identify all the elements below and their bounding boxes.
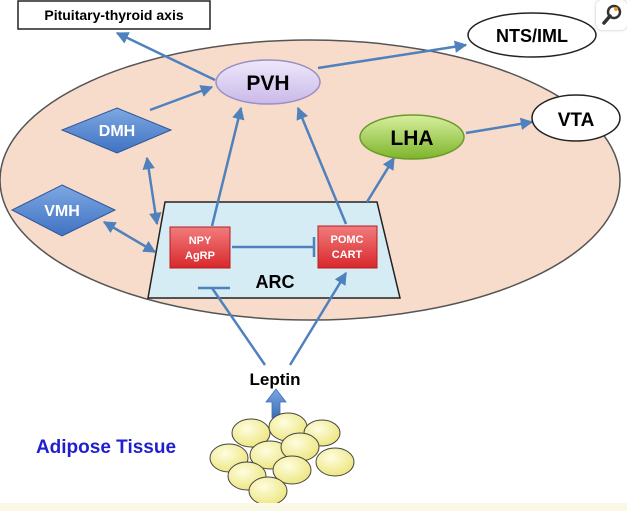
- arrow-pomc-to-pvh: [296, 106, 348, 225]
- magnify-button[interactable]: [596, 0, 627, 30]
- lha-label: LHA: [390, 127, 433, 150]
- vmh-node: [10, 184, 117, 237]
- pomc-label: POMC: [331, 234, 364, 246]
- nts-iml-label: NTS/IML: [496, 26, 568, 46]
- agrp-label: AgRP: [185, 250, 215, 262]
- pomc-cart-node: [317, 225, 378, 269]
- lha-node: [359, 114, 465, 160]
- arrow-dmh-to-pvh: [149, 85, 214, 112]
- fat-cell: [248, 476, 288, 506]
- leptin-to-npy: [210, 287, 267, 366]
- magnify-icon: [602, 4, 622, 25]
- arrow-dmh-arc: [142, 156, 162, 226]
- vmh-label: VMH: [44, 203, 80, 220]
- connectors: [102, 31, 534, 366]
- pituitary-label: Pituitary-thyroid axis: [44, 7, 183, 23]
- arrow-pvh-to-nts: [317, 40, 468, 70]
- arrow-lha-to-vta: [465, 117, 534, 135]
- pvh-label: PVH: [246, 72, 289, 95]
- vta-label: VTA: [558, 110, 595, 131]
- pituitary-box: [17, 0, 211, 30]
- arc-label: ARC: [256, 272, 295, 292]
- arrow-npy-to-pvh: [210, 106, 245, 227]
- arrow-pvh-to-pituitary: [115, 31, 216, 82]
- vta-node: [531, 94, 621, 142]
- adipose-label: Adipose Tissue: [36, 437, 176, 458]
- cart-label: CART: [332, 249, 363, 261]
- nts-iml-node: [467, 12, 597, 58]
- footer-strip: [0, 503, 627, 511]
- arrow-leptin-to-pomc: [288, 271, 348, 366]
- npy-label: NPY: [189, 235, 212, 247]
- fat-cell-cluster: [209, 412, 355, 506]
- fat-cell: [272, 455, 312, 485]
- pvh-node: [215, 59, 321, 105]
- dmh-label: DMH: [99, 123, 135, 140]
- fat-cell: [315, 447, 355, 477]
- fat-cell: [231, 418, 271, 448]
- npy-agrp-node: [169, 226, 231, 269]
- dmh-node: [60, 107, 173, 154]
- arrow-vmh-arc: [102, 220, 157, 254]
- arrow-arc-to-lha: [365, 156, 396, 203]
- leptin-label: Leptin: [250, 370, 301, 389]
